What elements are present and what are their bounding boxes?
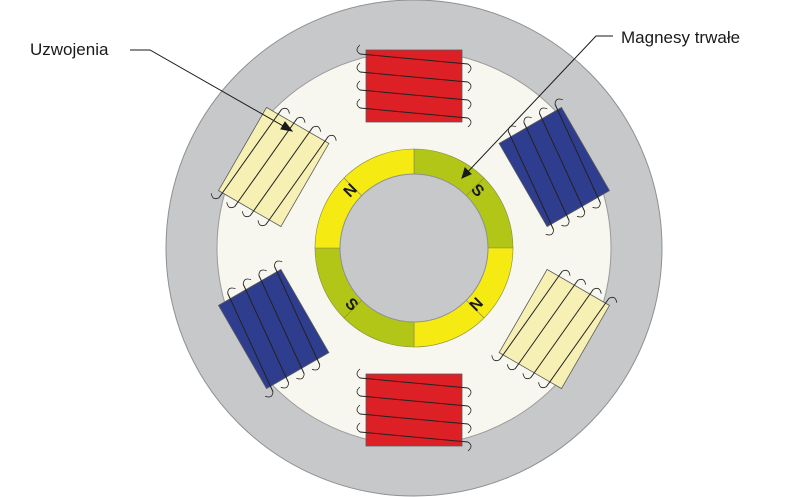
magnets-arrowhead — [461, 167, 472, 179]
winding-loop — [356, 404, 361, 415]
winding-loop — [312, 125, 322, 132]
winding-loop — [296, 373, 305, 380]
rotor-core — [339, 173, 489, 323]
winding-wire — [359, 107, 469, 119]
winding-wire — [227, 293, 274, 392]
winding-wire — [273, 266, 321, 365]
winding-loop — [356, 80, 361, 91]
coil-lower-right — [491, 268, 618, 390]
coil-body — [365, 373, 463, 447]
coil-top — [356, 44, 472, 128]
winding-loop — [491, 355, 500, 362]
winding-loop — [467, 63, 472, 74]
winding-loop — [522, 373, 531, 380]
winding-wire — [359, 377, 469, 389]
coil-upper-left — [210, 106, 337, 228]
winding-loop — [561, 220, 570, 227]
winding-loop — [539, 107, 548, 114]
winding-loop — [467, 405, 472, 416]
winding-wire — [265, 135, 329, 226]
winding-loop — [592, 202, 601, 209]
winding-wire — [258, 275, 305, 374]
winding-loop — [356, 62, 361, 73]
winding-wire — [554, 104, 601, 203]
leader-lines — [130, 35, 613, 179]
winding-wire — [359, 395, 469, 407]
winding-loop — [467, 441, 472, 452]
windings-leader-line — [130, 49, 293, 132]
winding-wire — [538, 113, 586, 212]
winding-wire — [242, 284, 290, 383]
winding-wire — [499, 270, 563, 361]
stator-windings — [210, 44, 618, 452]
winding-loop — [281, 107, 290, 114]
winding-loop — [608, 296, 618, 303]
winding-loop — [265, 391, 274, 398]
coil-body — [217, 106, 330, 228]
winding-loop — [356, 98, 361, 109]
winding-loop — [523, 116, 532, 123]
winding-wire — [507, 131, 555, 230]
winding-loop — [297, 116, 306, 123]
winding-loop — [467, 81, 472, 92]
winding-loop — [241, 211, 251, 218]
winding-wire — [523, 122, 570, 221]
winding-wire — [545, 297, 610, 388]
winding-loop — [227, 287, 236, 294]
winding-wire — [249, 126, 314, 217]
winding-loop — [467, 387, 472, 398]
windings-callout-label: Uzwojenia — [30, 40, 109, 59]
winding-loop — [274, 260, 283, 267]
coil-body — [498, 268, 611, 390]
coil-body — [498, 106, 611, 228]
magnets-callout-label: Magnesy trwałe — [621, 28, 741, 47]
winding-loop — [258, 269, 267, 276]
winding-wire — [359, 89, 469, 101]
winding-loop — [538, 382, 547, 389]
permanent-magnet-ring — [314, 148, 514, 348]
winding-loop — [577, 278, 587, 285]
winding-loop — [467, 117, 472, 128]
winding-wire — [514, 279, 579, 370]
winding-loop — [593, 287, 602, 294]
winding-loop — [210, 193, 220, 200]
coil-bottom — [356, 368, 472, 452]
winding-wire — [359, 413, 469, 425]
winding-loop — [467, 423, 472, 434]
winding-loop — [506, 364, 516, 371]
winding-loop — [356, 386, 361, 397]
winding-loop — [356, 44, 361, 55]
winding-loop — [242, 278, 252, 285]
winding-wire — [530, 288, 594, 379]
winding-loop — [356, 368, 361, 379]
winding-loop — [328, 134, 337, 141]
winding-wire — [218, 108, 283, 199]
windings-arrowhead — [280, 121, 294, 132]
winding-loop — [311, 364, 321, 371]
winding-loop — [545, 229, 554, 236]
winding-wire — [359, 71, 469, 83]
winding-loop — [356, 422, 361, 433]
winding-loop — [576, 211, 586, 218]
winding-loop — [257, 220, 266, 227]
winding-loop — [562, 269, 571, 276]
coil-upper-right — [498, 98, 611, 236]
coil-body — [365, 49, 463, 123]
winding-loop — [226, 202, 235, 209]
winding-wire — [359, 431, 469, 443]
coil-body — [217, 268, 330, 390]
winding-wire — [234, 117, 298, 208]
winding-loop — [554, 98, 563, 105]
winding-loop — [280, 382, 289, 389]
magnets-leader-line — [461, 35, 613, 179]
winding-loop — [467, 99, 472, 110]
coil-lower-left — [217, 260, 330, 398]
winding-wire — [359, 53, 469, 65]
